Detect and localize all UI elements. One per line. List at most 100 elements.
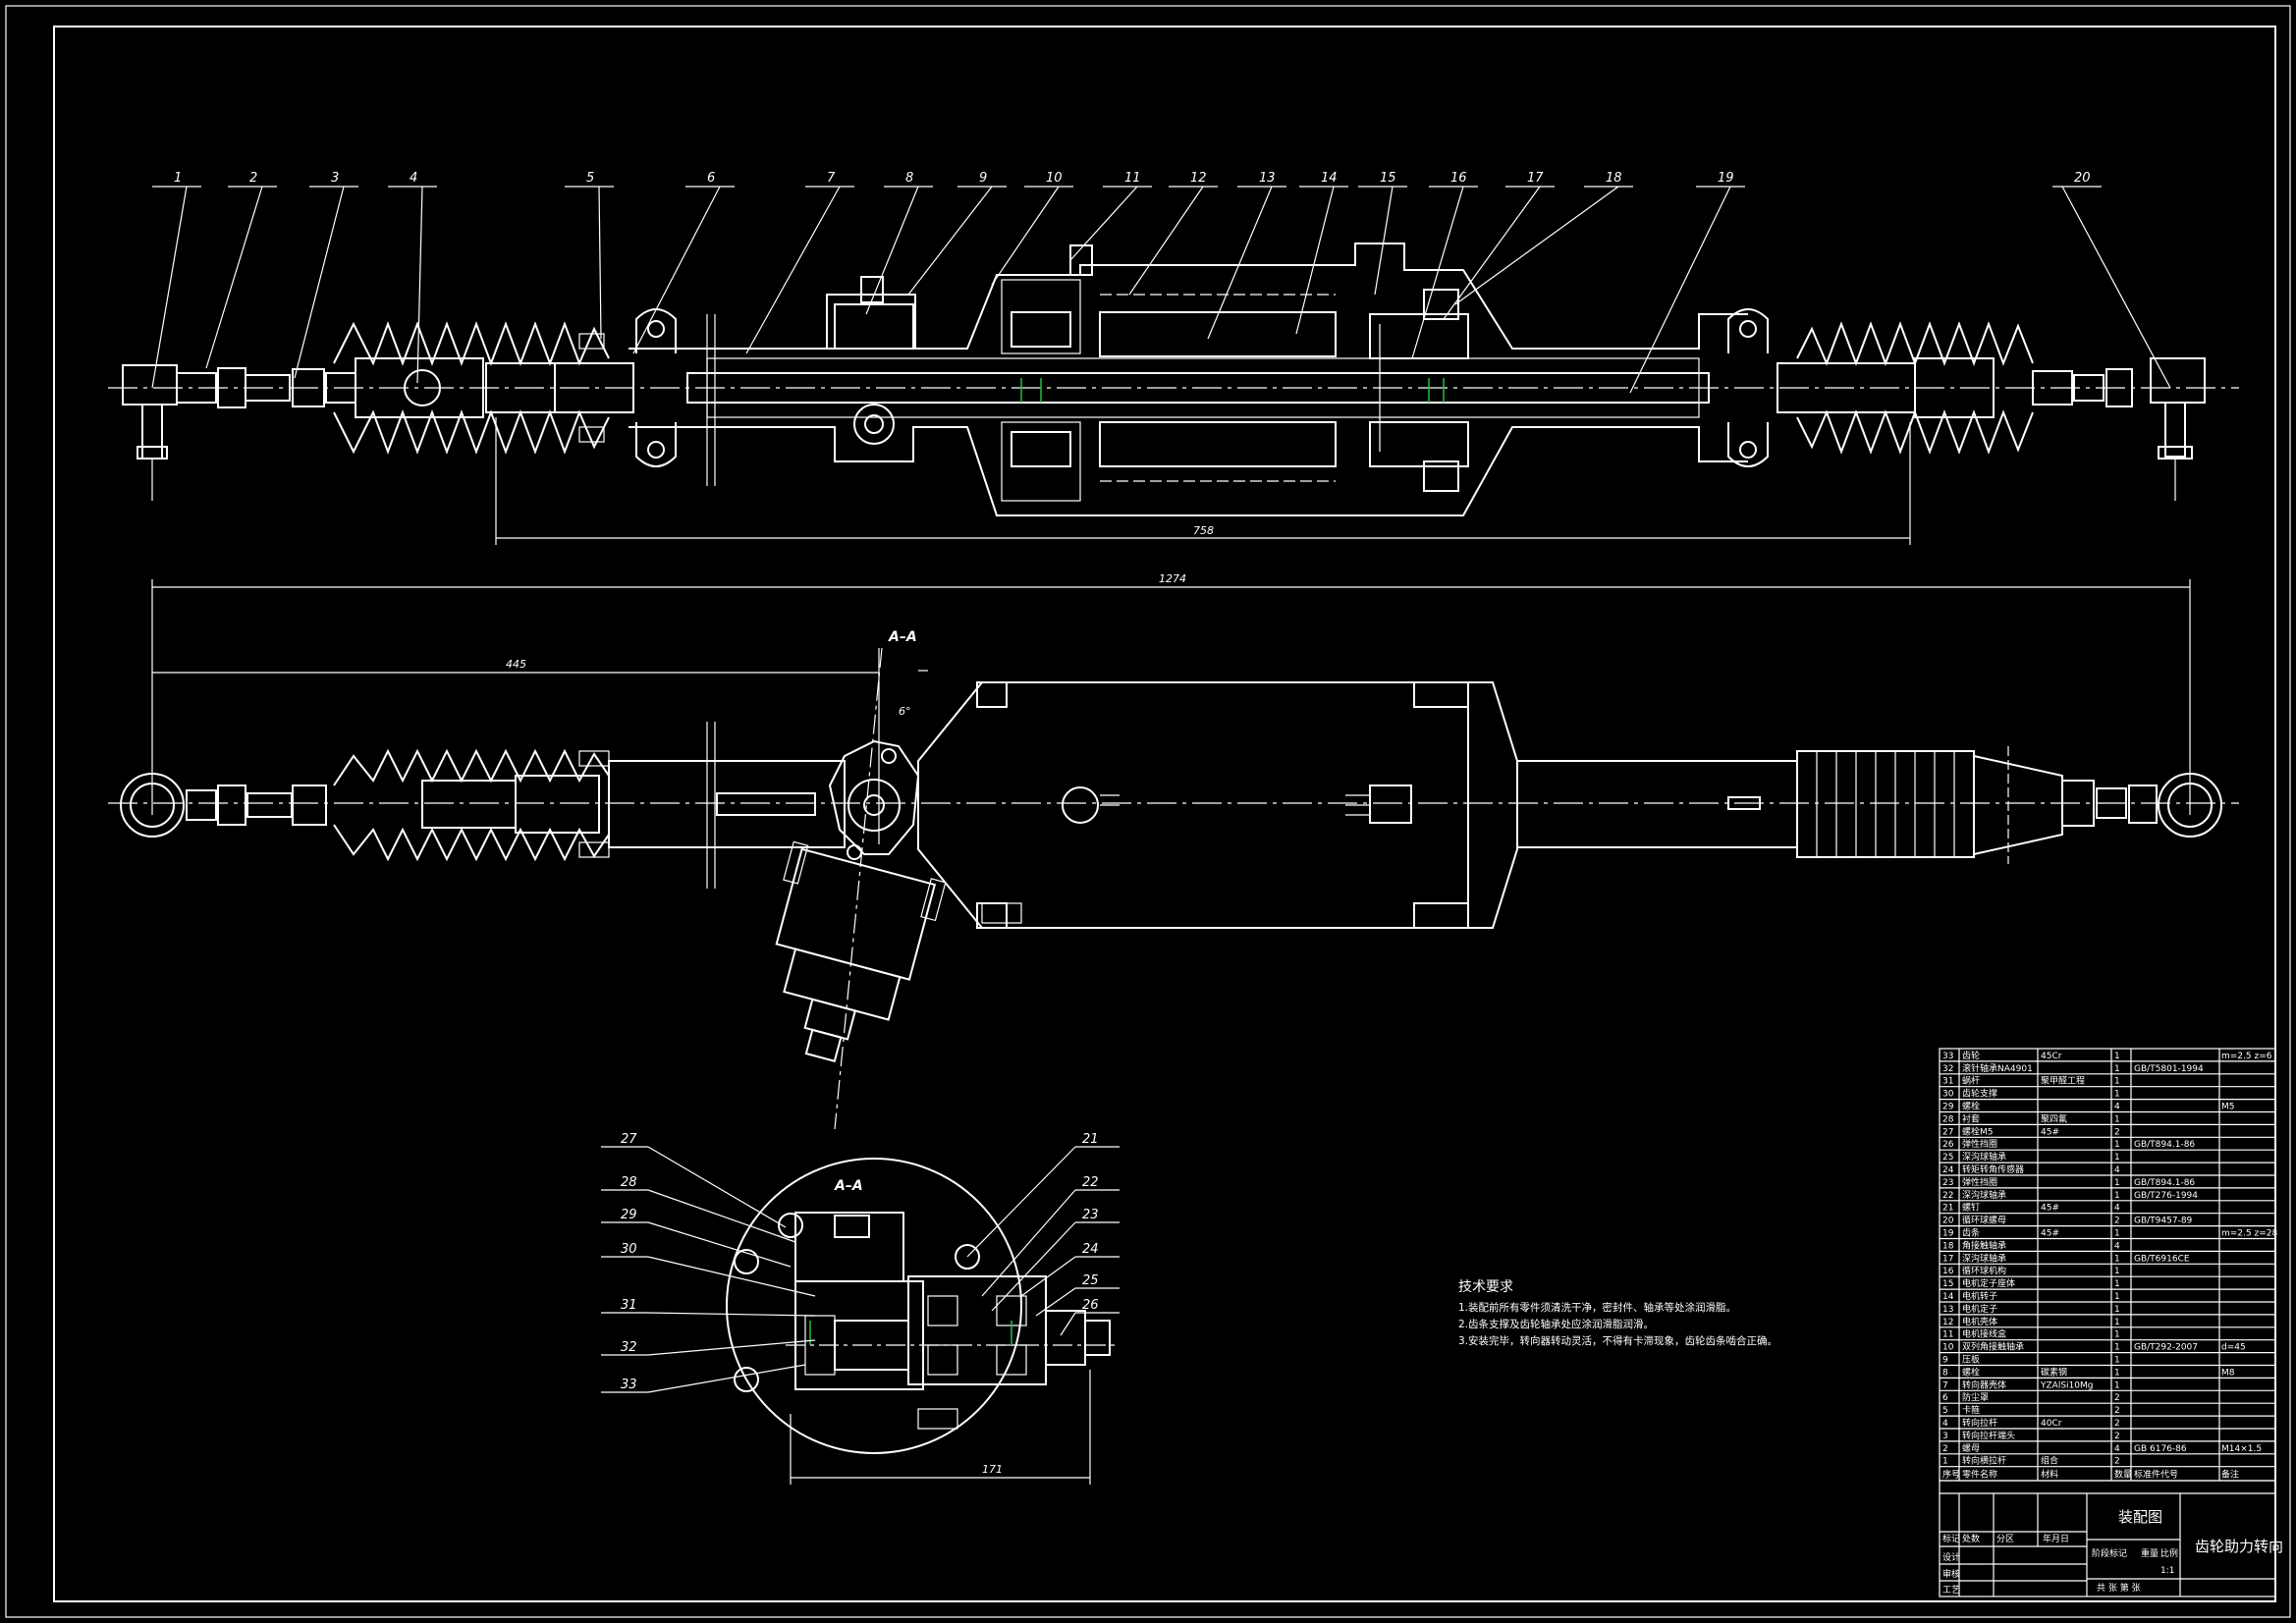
callout-leader <box>1629 186 1731 394</box>
callout-leader <box>966 1146 1076 1258</box>
callout-number-15: 15 <box>1380 171 1396 186</box>
parts-cell: 弹性挡圈 <box>1962 1138 1997 1150</box>
callout-leader <box>416 186 423 384</box>
section-a-a-label: A–A <box>834 1178 863 1194</box>
callout-leader <box>991 1221 1076 1312</box>
callout-leader <box>647 1364 806 1393</box>
parts-cell: 聚甲醛工程 <box>2041 1075 2085 1087</box>
parts-cell: 15 <box>1942 1279 1953 1289</box>
callout-leader <box>1295 186 1335 335</box>
stage-label: 阶段标记 <box>2092 1547 2127 1559</box>
tb-row-review: 审核 <box>1942 1568 1960 1580</box>
parts-cell: 1 <box>1942 1457 1948 1467</box>
parts-header-cell: 标准件代号 <box>2134 1469 2178 1481</box>
callout-number-31: 31 <box>621 1298 637 1313</box>
parts-cell: 2 <box>2114 1419 2120 1429</box>
callout-leader <box>632 186 721 354</box>
parts-cell: M5 <box>2221 1103 2235 1112</box>
tb-row-count: 处数 <box>1962 1533 1980 1544</box>
parts-cell: 4 <box>2114 1165 2120 1175</box>
parts-cell: 齿轮支撑 <box>1962 1088 1997 1100</box>
parts-cell: 角接触轴承 <box>1962 1239 2006 1251</box>
parts-header-cell: 数量 <box>2114 1469 2132 1481</box>
parts-cell: 1 <box>2114 1318 2120 1327</box>
callout-leader <box>1374 186 1394 296</box>
parts-cell: 9 <box>1942 1356 1948 1366</box>
parts-cell: 31 <box>1942 1077 1953 1087</box>
callout-number-4: 4 <box>410 171 417 186</box>
parts-cell: GB/T276-1994 <box>2134 1191 2198 1201</box>
parts-cell: 1 <box>2114 1368 2120 1378</box>
callout-number-27: 27 <box>621 1132 637 1147</box>
parts-cell: 30 <box>1942 1090 1954 1100</box>
parts-cell: 1 <box>2114 1077 2120 1087</box>
parts-cell: 电机接线盒 <box>1962 1328 2006 1340</box>
callout-leader <box>205 186 263 369</box>
parts-cell: 1 <box>2114 1052 2120 1061</box>
parts-cell: 2 <box>2114 1393 2120 1403</box>
parts-cell: 23 <box>1942 1178 1953 1188</box>
scale-label: 比例 <box>2160 1547 2178 1559</box>
parts-cell: 5 <box>1942 1406 1948 1416</box>
parts-cell: 6 <box>1942 1393 1948 1403</box>
parts-cell: 齿条 <box>1962 1227 1980 1239</box>
parts-cell: 1 <box>2114 1380 2120 1390</box>
parts-header-cell: 序号 <box>1942 1469 1960 1481</box>
callout-leader <box>1207 186 1273 340</box>
callout-leader <box>647 1339 816 1356</box>
parts-cell: 组合 <box>2041 1455 2058 1467</box>
parts-cell: 压板 <box>1962 1354 1980 1366</box>
technical-notes: 技术要求 1.装配前所有零件须清洗干净，密封件、轴承等处涂润滑脂。 2.齿条支撑… <box>1458 1279 1777 1347</box>
dim-angle: 6° <box>899 705 911 718</box>
inner-border <box>53 26 2276 1602</box>
callout-leader <box>647 1189 796 1243</box>
callout-leader <box>151 186 188 389</box>
callout-leader <box>745 186 841 354</box>
callout-leader <box>1020 1256 1076 1297</box>
parts-cell: 深沟球轴承 <box>1962 1189 2006 1201</box>
parts-cell: 2 <box>2114 1217 2120 1226</box>
parts-cell: 碳素钢 <box>2041 1366 2067 1378</box>
parts-cell: 27 <box>1942 1127 1953 1137</box>
parts-cell: 1 <box>2114 1114 2120 1124</box>
drawing-title: 齿轮助力转向 <box>2195 1538 2283 1555</box>
callout-leader <box>294 186 345 379</box>
parts-cell: 12 <box>1942 1318 1953 1327</box>
parts-cell: 1 <box>2114 1267 2120 1276</box>
parts-cell: 滚针轴承NA4901 <box>1962 1062 2033 1074</box>
parts-cell: 转向横拉杆 <box>1962 1455 2006 1467</box>
callout-number-10: 10 <box>1046 171 1063 186</box>
callout-leader <box>981 1189 1076 1297</box>
parts-cell: 蜗杆 <box>1962 1075 1980 1087</box>
callout-number-7: 7 <box>827 171 836 186</box>
callout-leader <box>1454 186 1619 305</box>
tb-row-mark: 标记 <box>1942 1533 1960 1544</box>
callout-leader <box>647 1221 792 1268</box>
parts-cell: 转向器壳体 <box>1962 1379 2006 1390</box>
note-line-2: 2.齿条支撑及齿轮轴承处应涂润滑脂润滑。 <box>1458 1318 1654 1330</box>
sheet-label: 共 张 第 张 <box>2097 1582 2141 1594</box>
parts-cell: 转向拉杆 <box>1962 1417 1997 1429</box>
parts-cell: 25 <box>1942 1153 1953 1163</box>
view-a-label-top: A–A <box>888 629 917 645</box>
parts-cell: 45Cr <box>2041 1052 2062 1061</box>
parts-cell: 3 <box>1942 1432 1948 1441</box>
parts-cell: 1 <box>2114 1356 2120 1366</box>
callout-number-13: 13 <box>1259 171 1276 186</box>
parts-cell: 4 <box>2114 1241 2120 1251</box>
parts-cell: 1 <box>2114 1254 2120 1264</box>
parts-cell: 1 <box>2114 1229 2120 1239</box>
parts-cell: 14 <box>1942 1292 1954 1302</box>
callout-number-25: 25 <box>1082 1273 1099 1288</box>
parts-cell: 转向拉杆端头 <box>1962 1430 2015 1441</box>
parts-cell: 1 <box>2114 1305 2120 1315</box>
parts-cell: 电机定子 <box>1962 1303 1997 1315</box>
callout-number-1: 1 <box>174 171 182 186</box>
section-a-a: A–A 171 <box>726 1158 1120 1485</box>
parts-cell: 45# <box>2041 1204 2059 1214</box>
parts-cell: 40Cr <box>2041 1419 2062 1429</box>
parts-cell: 衬套 <box>1962 1112 1980 1124</box>
callout-number-12: 12 <box>1190 171 1207 186</box>
tb-row-zone: 分区 <box>1996 1534 2014 1544</box>
